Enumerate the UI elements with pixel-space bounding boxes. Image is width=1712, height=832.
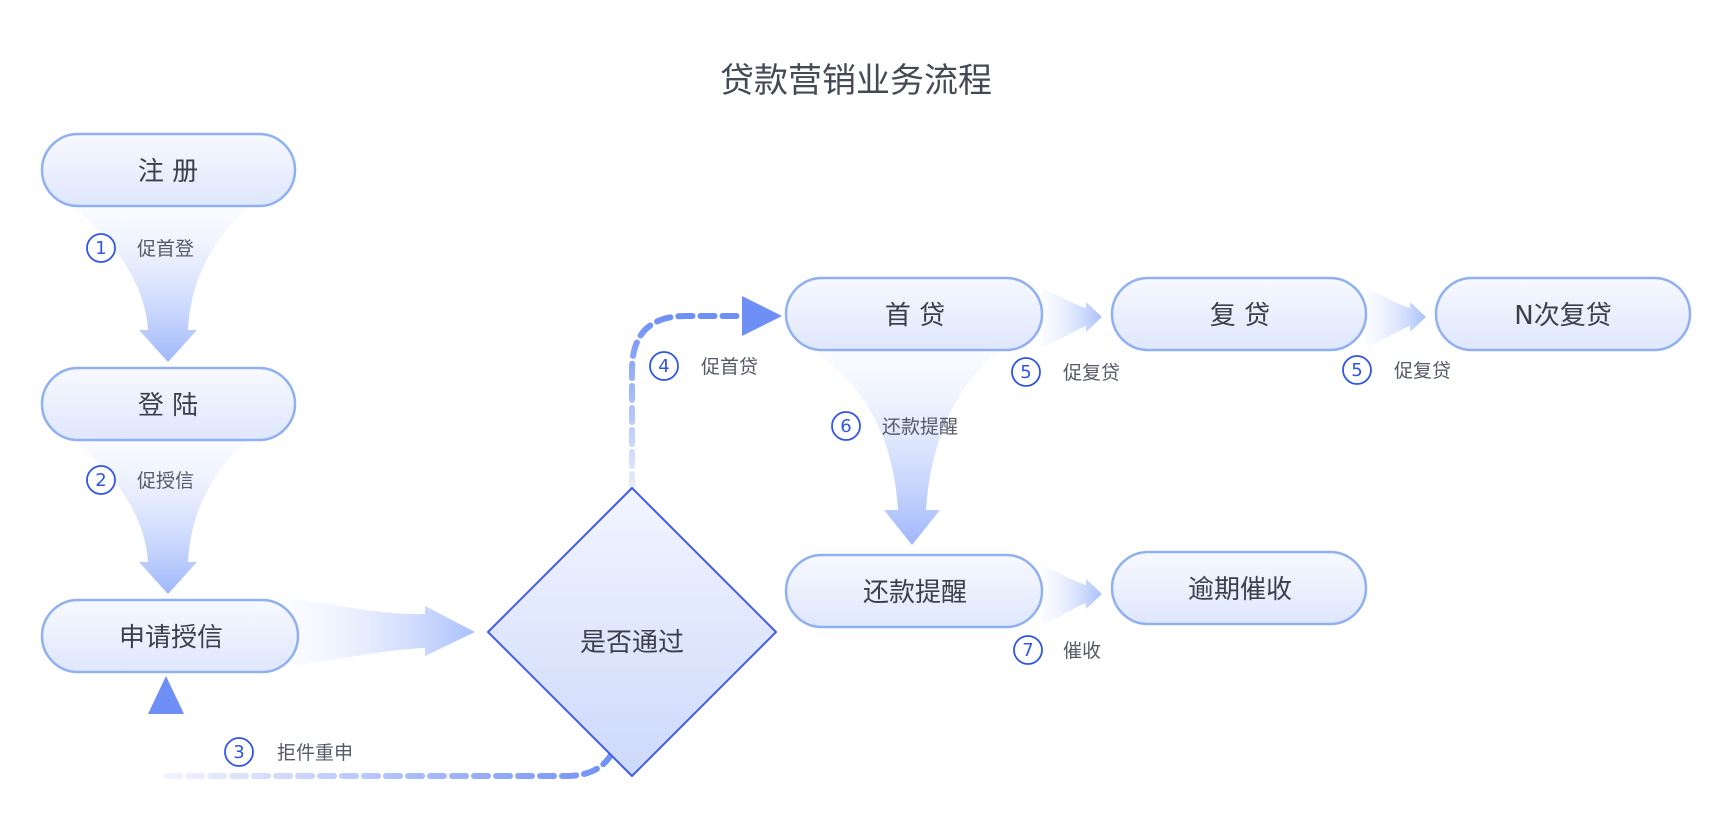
step-7-number: 7 <box>1022 640 1033 661</box>
step-5a-label: 促复贷 <box>1063 362 1120 384</box>
step-4-label: 促首贷 <box>701 356 758 378</box>
step-3: 3 拒件重申 <box>224 737 353 767</box>
node-n-repeat-loan-label: N次复贷 <box>1514 301 1611 331</box>
step-6: 6 还款提醒 <box>831 411 958 441</box>
arrow-repay-to-overdue <box>1042 565 1102 625</box>
node-repeat-loan-label: 复 贷 <box>1210 301 1270 331</box>
node-register: 注 册 <box>40 132 297 208</box>
step-4: 4 促首贷 <box>649 351 758 381</box>
arrow-first-loan-to-repay <box>812 350 1000 545</box>
node-decision-label: 是否通过 <box>580 628 684 658</box>
step-5b-label: 促复贷 <box>1394 360 1451 382</box>
step-1-label: 促首登 <box>137 238 194 260</box>
step-5b: 5 促复贷 <box>1342 355 1451 385</box>
step-4-number: 4 <box>658 356 669 377</box>
arrow-first-to-repeat <box>1042 288 1102 348</box>
step-2-label: 促授信 <box>137 470 194 492</box>
node-overdue: 逾期催收 <box>1110 550 1368 626</box>
node-n-repeat-loan: N次复贷 <box>1434 276 1692 352</box>
node-first-loan-label: 首 贷 <box>885 301 945 331</box>
node-login-label: 登 陆 <box>138 391 198 421</box>
arrow-register-to-login <box>72 206 250 362</box>
node-overdue-label: 逾期催收 <box>1188 575 1292 605</box>
step-3-label: 拒件重申 <box>277 742 353 764</box>
step-5a-number: 5 <box>1020 362 1031 383</box>
node-register-label: 注 册 <box>138 157 198 187</box>
node-login: 登 陆 <box>40 366 297 442</box>
node-first-loan: 首 贷 <box>784 276 1044 352</box>
node-apply: 申请授信 <box>40 598 300 674</box>
step-6-number: 6 <box>840 416 851 437</box>
step-7-label: 催收 <box>1063 640 1101 662</box>
dashed-decision-to-first-loan <box>629 313 747 491</box>
step-6-label: 还款提醒 <box>882 416 958 438</box>
arrowhead-apply <box>148 676 184 714</box>
step-2: 2 促授信 <box>86 465 194 495</box>
arrow-login-to-apply <box>72 438 250 594</box>
step-1: 1 促首登 <box>86 233 194 263</box>
node-apply-label: 申请授信 <box>119 623 223 653</box>
diagram-title: 贷款营销业务流程 <box>720 61 992 101</box>
arrow-repeat-to-n <box>1366 288 1426 348</box>
node-decision: 是否通过 <box>487 487 777 777</box>
arrow-apply-to-decision <box>290 598 475 666</box>
step-1-number: 1 <box>95 238 106 259</box>
step-5b-number: 5 <box>1351 360 1362 381</box>
step-7: 7 催收 <box>1013 635 1101 665</box>
node-repay-remind-label: 还款提醒 <box>863 578 967 608</box>
step-3-number: 3 <box>233 742 244 763</box>
node-repeat-loan: 复 贷 <box>1110 276 1368 352</box>
arrowhead-first-loan <box>742 296 782 336</box>
step-5a: 5 促复贷 <box>1011 357 1120 387</box>
step-2-number: 2 <box>95 470 106 491</box>
node-repay-remind: 还款提醒 <box>784 553 1044 629</box>
